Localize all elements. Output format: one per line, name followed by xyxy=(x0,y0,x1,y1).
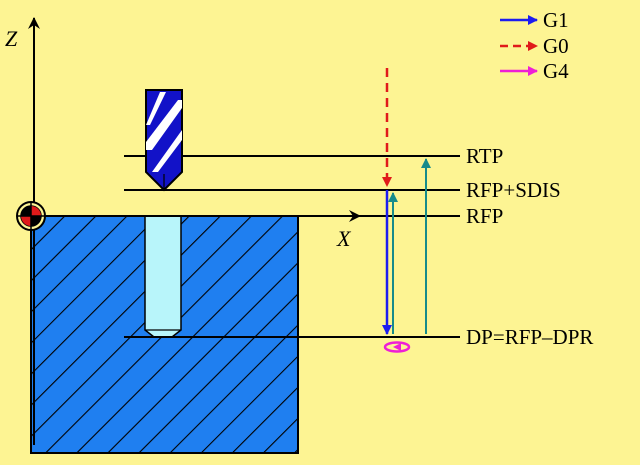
legend-label-g0: G0 xyxy=(543,34,569,58)
level-label-rfp-sdis: RFP+SDIS xyxy=(466,178,561,202)
level-label-dp: DP=RFP–DPR xyxy=(466,325,593,349)
drilled-hole xyxy=(144,215,182,338)
legend-item-g1: G1 xyxy=(500,8,569,32)
drill-bit xyxy=(145,89,183,192)
x-axis-label: X xyxy=(336,226,352,251)
legend-label-g4: G4 xyxy=(543,59,569,83)
dwell-icon xyxy=(383,341,411,353)
z-axis-label: Z xyxy=(5,26,18,51)
legend: G1 G0 G4 xyxy=(500,8,569,83)
workpiece-zero-icon xyxy=(16,201,46,231)
legend-item-g4: G4 xyxy=(500,59,569,83)
level-label-rfp: RFP xyxy=(466,204,503,228)
legend-item-g0: G0 xyxy=(500,34,569,58)
legend-label-g1: G1 xyxy=(543,8,569,32)
level-label-rtp: RTP xyxy=(466,144,503,168)
